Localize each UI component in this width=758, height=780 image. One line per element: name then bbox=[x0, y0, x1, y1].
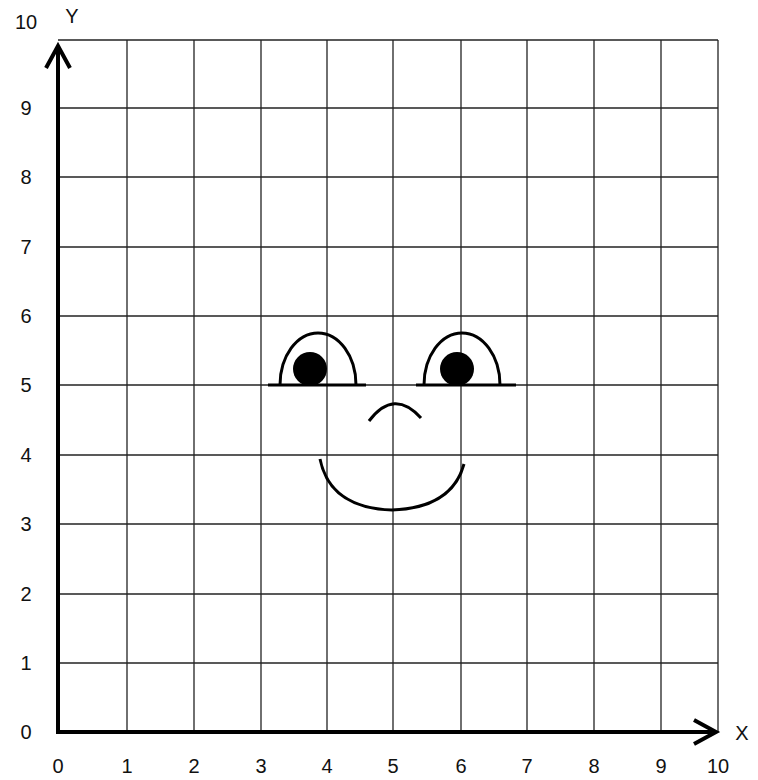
grid-line bbox=[526, 40, 527, 732]
grid-line bbox=[392, 40, 393, 732]
axis-number: 0 bbox=[52, 756, 63, 776]
axis-number: 5 bbox=[20, 375, 31, 395]
grid-line bbox=[58, 593, 718, 594]
grid-line bbox=[58, 107, 718, 108]
axis-number: 5 bbox=[387, 756, 398, 776]
axis-name: Y bbox=[65, 6, 78, 26]
grid-line bbox=[717, 40, 718, 732]
axis-number: 2 bbox=[188, 756, 199, 776]
grid-line bbox=[58, 39, 718, 40]
axis-number: 6 bbox=[20, 306, 31, 326]
grid-line bbox=[58, 454, 718, 455]
axis-number: 7 bbox=[20, 237, 31, 257]
axis-name: X bbox=[735, 723, 748, 743]
pupils bbox=[293, 352, 474, 386]
axis-number: 10 bbox=[707, 756, 729, 776]
grid-line bbox=[193, 40, 194, 732]
grid-line bbox=[126, 40, 127, 732]
grid-line bbox=[58, 246, 718, 247]
axis-number: 1 bbox=[20, 653, 31, 673]
axis-number: 4 bbox=[20, 445, 31, 465]
grid-line bbox=[593, 40, 594, 732]
face bbox=[268, 333, 516, 510]
axis-number: 10 bbox=[15, 12, 37, 32]
grid-line bbox=[58, 315, 718, 316]
axis-number: 6 bbox=[455, 756, 466, 776]
grid-line bbox=[660, 40, 661, 732]
axis-number: 8 bbox=[20, 167, 31, 187]
axis-number: 9 bbox=[20, 98, 31, 118]
axis-number: 8 bbox=[588, 756, 599, 776]
axis-number: 3 bbox=[20, 514, 31, 534]
grid-line bbox=[58, 662, 718, 663]
grid-lines bbox=[58, 40, 718, 732]
grid-line bbox=[58, 176, 718, 177]
axis-number: 4 bbox=[321, 756, 332, 776]
axis-number: 2 bbox=[20, 584, 31, 604]
axis-number: 7 bbox=[521, 756, 532, 776]
axis-number: 0 bbox=[20, 722, 31, 742]
axis-number: 3 bbox=[255, 756, 266, 776]
axis-number: 1 bbox=[121, 756, 132, 776]
grid-line bbox=[58, 523, 718, 524]
grid-line bbox=[260, 40, 261, 732]
grid-line bbox=[58, 384, 718, 385]
axes bbox=[46, 46, 716, 744]
axis-number: 9 bbox=[655, 756, 666, 776]
